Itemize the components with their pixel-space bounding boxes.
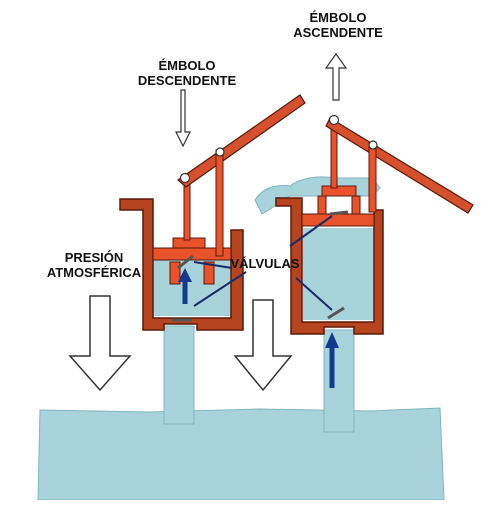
embolo-ascendente-label: ÉMBOLO ASCENDENTE — [288, 10, 388, 40]
right-foot-valve — [327, 306, 345, 320]
pressure-arrow-left — [68, 295, 132, 392]
right-cylinder-water — [303, 228, 383, 320]
left-handle — [177, 94, 306, 188]
presion-atmosferica-label: PRESIÓN ATMOSFÉRICA — [42, 250, 146, 280]
right-piston-valve — [329, 210, 349, 216]
right-cylinder-wall — [275, 197, 384, 335]
left-pump — [119, 94, 306, 425]
right-piston — [301, 185, 375, 227]
left-piston — [152, 237, 232, 285]
right-handle — [325, 117, 474, 214]
left-cylinder-wall — [119, 198, 244, 331]
left-intake-pipe — [163, 325, 195, 425]
left-fulcrum-post — [215, 149, 224, 257]
embolo-ascendente-line1: ÉMBOLO — [309, 10, 367, 25]
right-fulcrum-post — [368, 141, 377, 213]
valvulas-label: VÁLVULAS — [230, 256, 300, 271]
piston-down-arrow — [175, 89, 191, 148]
left-cylinder-water — [152, 260, 232, 316]
embolo-descendente-line1: ÉMBOLO — [158, 58, 216, 73]
left-piston-valve — [177, 254, 194, 270]
right-pump — [254, 114, 474, 433]
presion-line2: ATMOSFÉRICA — [46, 265, 142, 280]
valve-leader-lines — [193, 215, 333, 311]
water-reservoir — [37, 407, 445, 501]
right-water-flow-arrow — [325, 332, 339, 388]
pressure-arrow-right — [233, 299, 293, 392]
presion-line1: PRESIÓN — [64, 250, 124, 265]
embolo-descendente-label: ÉMBOLO DESCENDENTE — [135, 58, 239, 88]
embolo-ascendente-line2: ASCENDENTE — [293, 25, 383, 40]
embolo-descendente-line2: DESCENDENTE — [137, 73, 237, 88]
piston-up-arrow — [324, 52, 348, 101]
left-water-flow-arrow — [178, 268, 192, 304]
